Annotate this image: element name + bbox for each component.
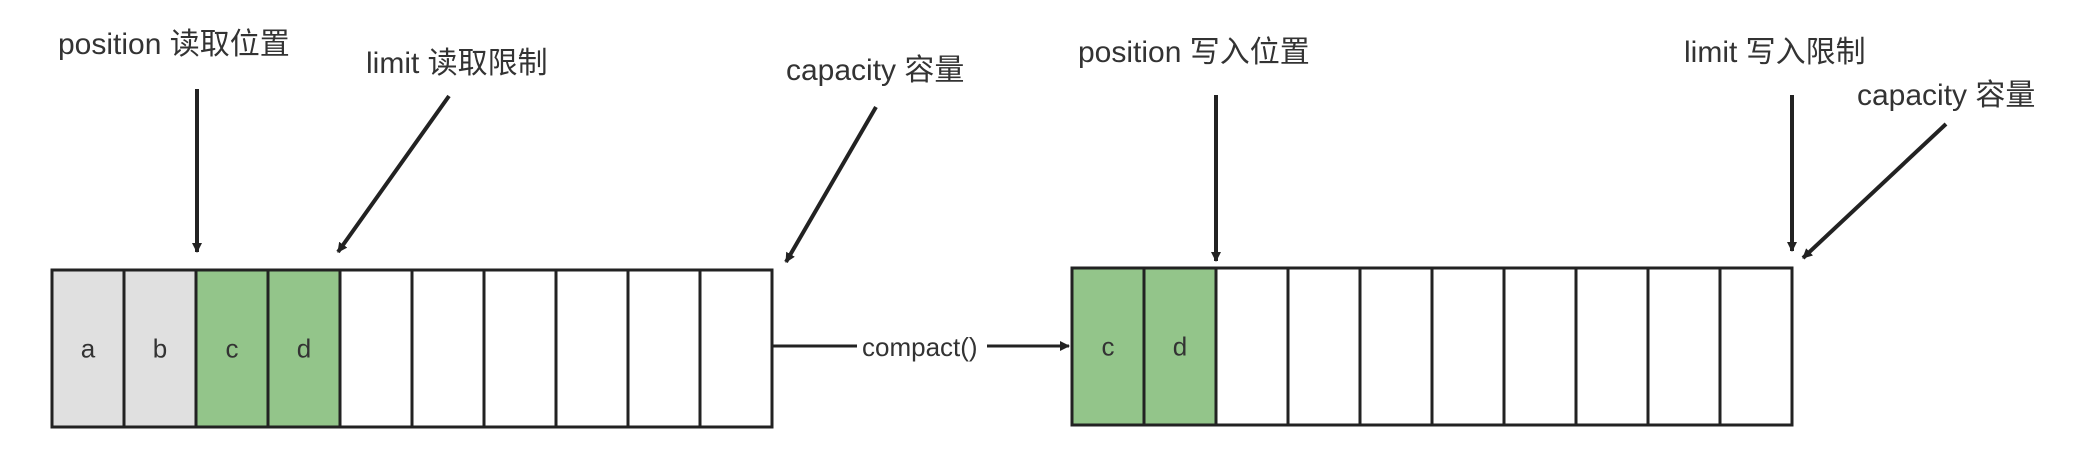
before-cell-2-label: c bbox=[226, 334, 239, 364]
before-cell-9 bbox=[698, 268, 774, 429]
after-cell-4 bbox=[1358, 266, 1434, 427]
after-capacity-label: capacity 容量 bbox=[1857, 79, 2035, 112]
before-cell-2 bbox=[194, 268, 270, 429]
before-cell-6 bbox=[482, 268, 558, 429]
after-cell-0 bbox=[1070, 266, 1146, 427]
compact-label: compact() bbox=[862, 332, 978, 362]
after-position-label: position 写入位置 bbox=[1078, 36, 1310, 69]
before-limit-arrow bbox=[336, 94, 451, 254]
after-limit-label: limit 写入限制 bbox=[1684, 36, 1866, 69]
after-cell-7 bbox=[1574, 266, 1650, 427]
before-cell-4 bbox=[338, 268, 414, 429]
after-capacity-arrow bbox=[1801, 122, 1948, 260]
before-cell-8 bbox=[626, 268, 702, 429]
before-cells: a b c d bbox=[50, 268, 774, 429]
before-cell-3-label: d bbox=[297, 334, 311, 364]
after-cell-6 bbox=[1502, 266, 1578, 427]
after-cell-1-label: d bbox=[1173, 332, 1187, 362]
after-cell-0-label: c bbox=[1102, 332, 1115, 362]
after-cell-8 bbox=[1646, 266, 1722, 427]
after-cell-3 bbox=[1286, 266, 1362, 427]
after-cell-2 bbox=[1214, 266, 1290, 427]
before-limit-label: limit 读取限制 bbox=[366, 47, 548, 80]
before-capacity-label: capacity 容量 bbox=[786, 54, 964, 87]
before-cell-0-label: a bbox=[81, 334, 96, 364]
after-cell-9 bbox=[1718, 266, 1794, 427]
before-cell-7 bbox=[554, 268, 630, 429]
before-buffer: a b c d position 读取位置 limit 读取限制 capacity 容… bbox=[50, 28, 964, 429]
before-capacity-arrow bbox=[784, 105, 878, 264]
before-position-label: position 读取位置 bbox=[58, 28, 290, 61]
before-cell-1-label: b bbox=[153, 334, 167, 364]
after-cell-1 bbox=[1142, 266, 1218, 427]
before-cell-5 bbox=[410, 268, 486, 429]
before-cell-0 bbox=[50, 268, 126, 429]
compact-operation: compact() bbox=[771, 332, 1070, 362]
after-cell-5 bbox=[1430, 266, 1506, 427]
before-cell-1 bbox=[122, 268, 198, 429]
